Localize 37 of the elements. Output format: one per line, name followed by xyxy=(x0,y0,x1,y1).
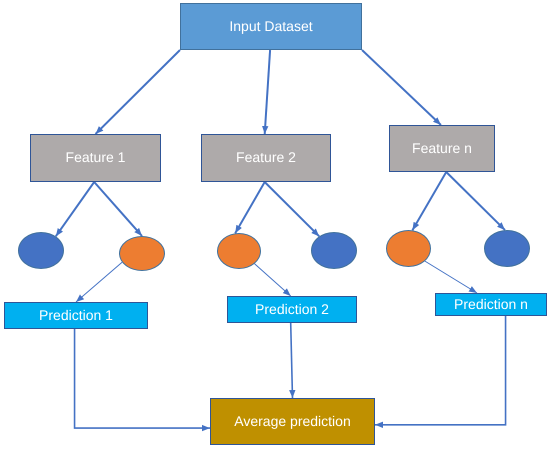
arrow xyxy=(76,262,123,302)
node-label: Prediction n xyxy=(454,296,528,312)
feature-box xyxy=(201,134,331,182)
prediction-box xyxy=(435,293,547,316)
prediction-box xyxy=(4,302,148,329)
arrow xyxy=(289,322,296,398)
ellipse-node xyxy=(311,232,357,269)
ellipse-node xyxy=(217,233,261,269)
ellipse-node xyxy=(119,236,165,271)
feature-box xyxy=(389,125,495,172)
arrow xyxy=(93,181,143,237)
prediction-box xyxy=(227,296,357,323)
arrow xyxy=(375,316,506,428)
ellipse-node xyxy=(386,230,431,267)
arrow xyxy=(254,263,292,296)
feature-box xyxy=(30,134,161,182)
dataset-box xyxy=(180,3,362,50)
node-label: Prediction 2 xyxy=(255,302,329,318)
ellipse-node xyxy=(484,230,530,267)
node-label: Average prediction xyxy=(234,414,351,430)
arrow xyxy=(446,171,506,231)
arrow xyxy=(74,329,210,432)
arrow xyxy=(361,49,442,126)
node-label: Feature 2 xyxy=(236,150,296,166)
ellipse-node xyxy=(18,232,64,269)
arrow xyxy=(94,49,181,135)
arrow xyxy=(264,181,320,238)
arrow xyxy=(54,181,95,237)
arrow xyxy=(412,172,448,231)
node-label: Feature 1 xyxy=(66,150,126,166)
node-label: Input Dataset xyxy=(229,18,313,34)
arrow xyxy=(234,182,266,234)
arrow xyxy=(262,50,272,134)
arrow xyxy=(424,260,478,294)
node-label: Prediction 1 xyxy=(39,308,113,324)
node-label: Feature n xyxy=(412,140,472,156)
result-box xyxy=(210,398,375,445)
